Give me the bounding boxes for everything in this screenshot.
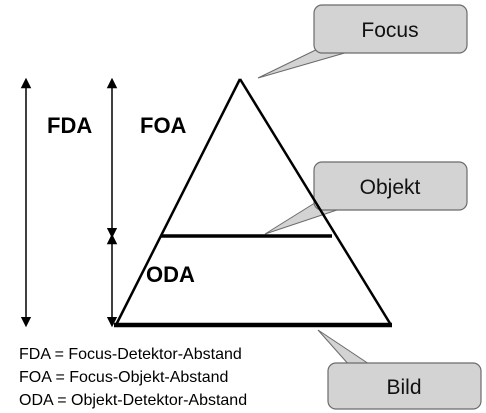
callout-bild-pointer [317, 329, 374, 367]
callout-bild-text: Bild [386, 376, 421, 399]
callout-focus: Focus [257, 4, 468, 79]
label-oda: ODA [146, 262, 195, 287]
callout-bild-box [327, 362, 482, 410]
legend: FDA = Focus-Detektor-Abstand FOA = Focus… [19, 343, 247, 412]
legend-item-foa: FOA = Focus-Objekt-Abstand [19, 369, 229, 386]
callout-bild: Bild [317, 329, 482, 410]
callout-objekt: Objekt [264, 161, 468, 235]
label-fda: FDA [47, 113, 92, 138]
callout-objekt-text: Objekt [360, 176, 421, 199]
label-foa: FOA [140, 113, 187, 138]
legend-item-oda: ODA = Objekt-Detektor-Abstand [19, 392, 248, 409]
callout-focus-box [313, 4, 468, 54]
callout-focus-text: Focus [361, 19, 418, 42]
beam-triangle [114, 78, 393, 326]
callout-objekt-box [313, 161, 468, 211]
legend-item-fda: FDA = Focus-Detektor-Abstand [19, 346, 242, 363]
